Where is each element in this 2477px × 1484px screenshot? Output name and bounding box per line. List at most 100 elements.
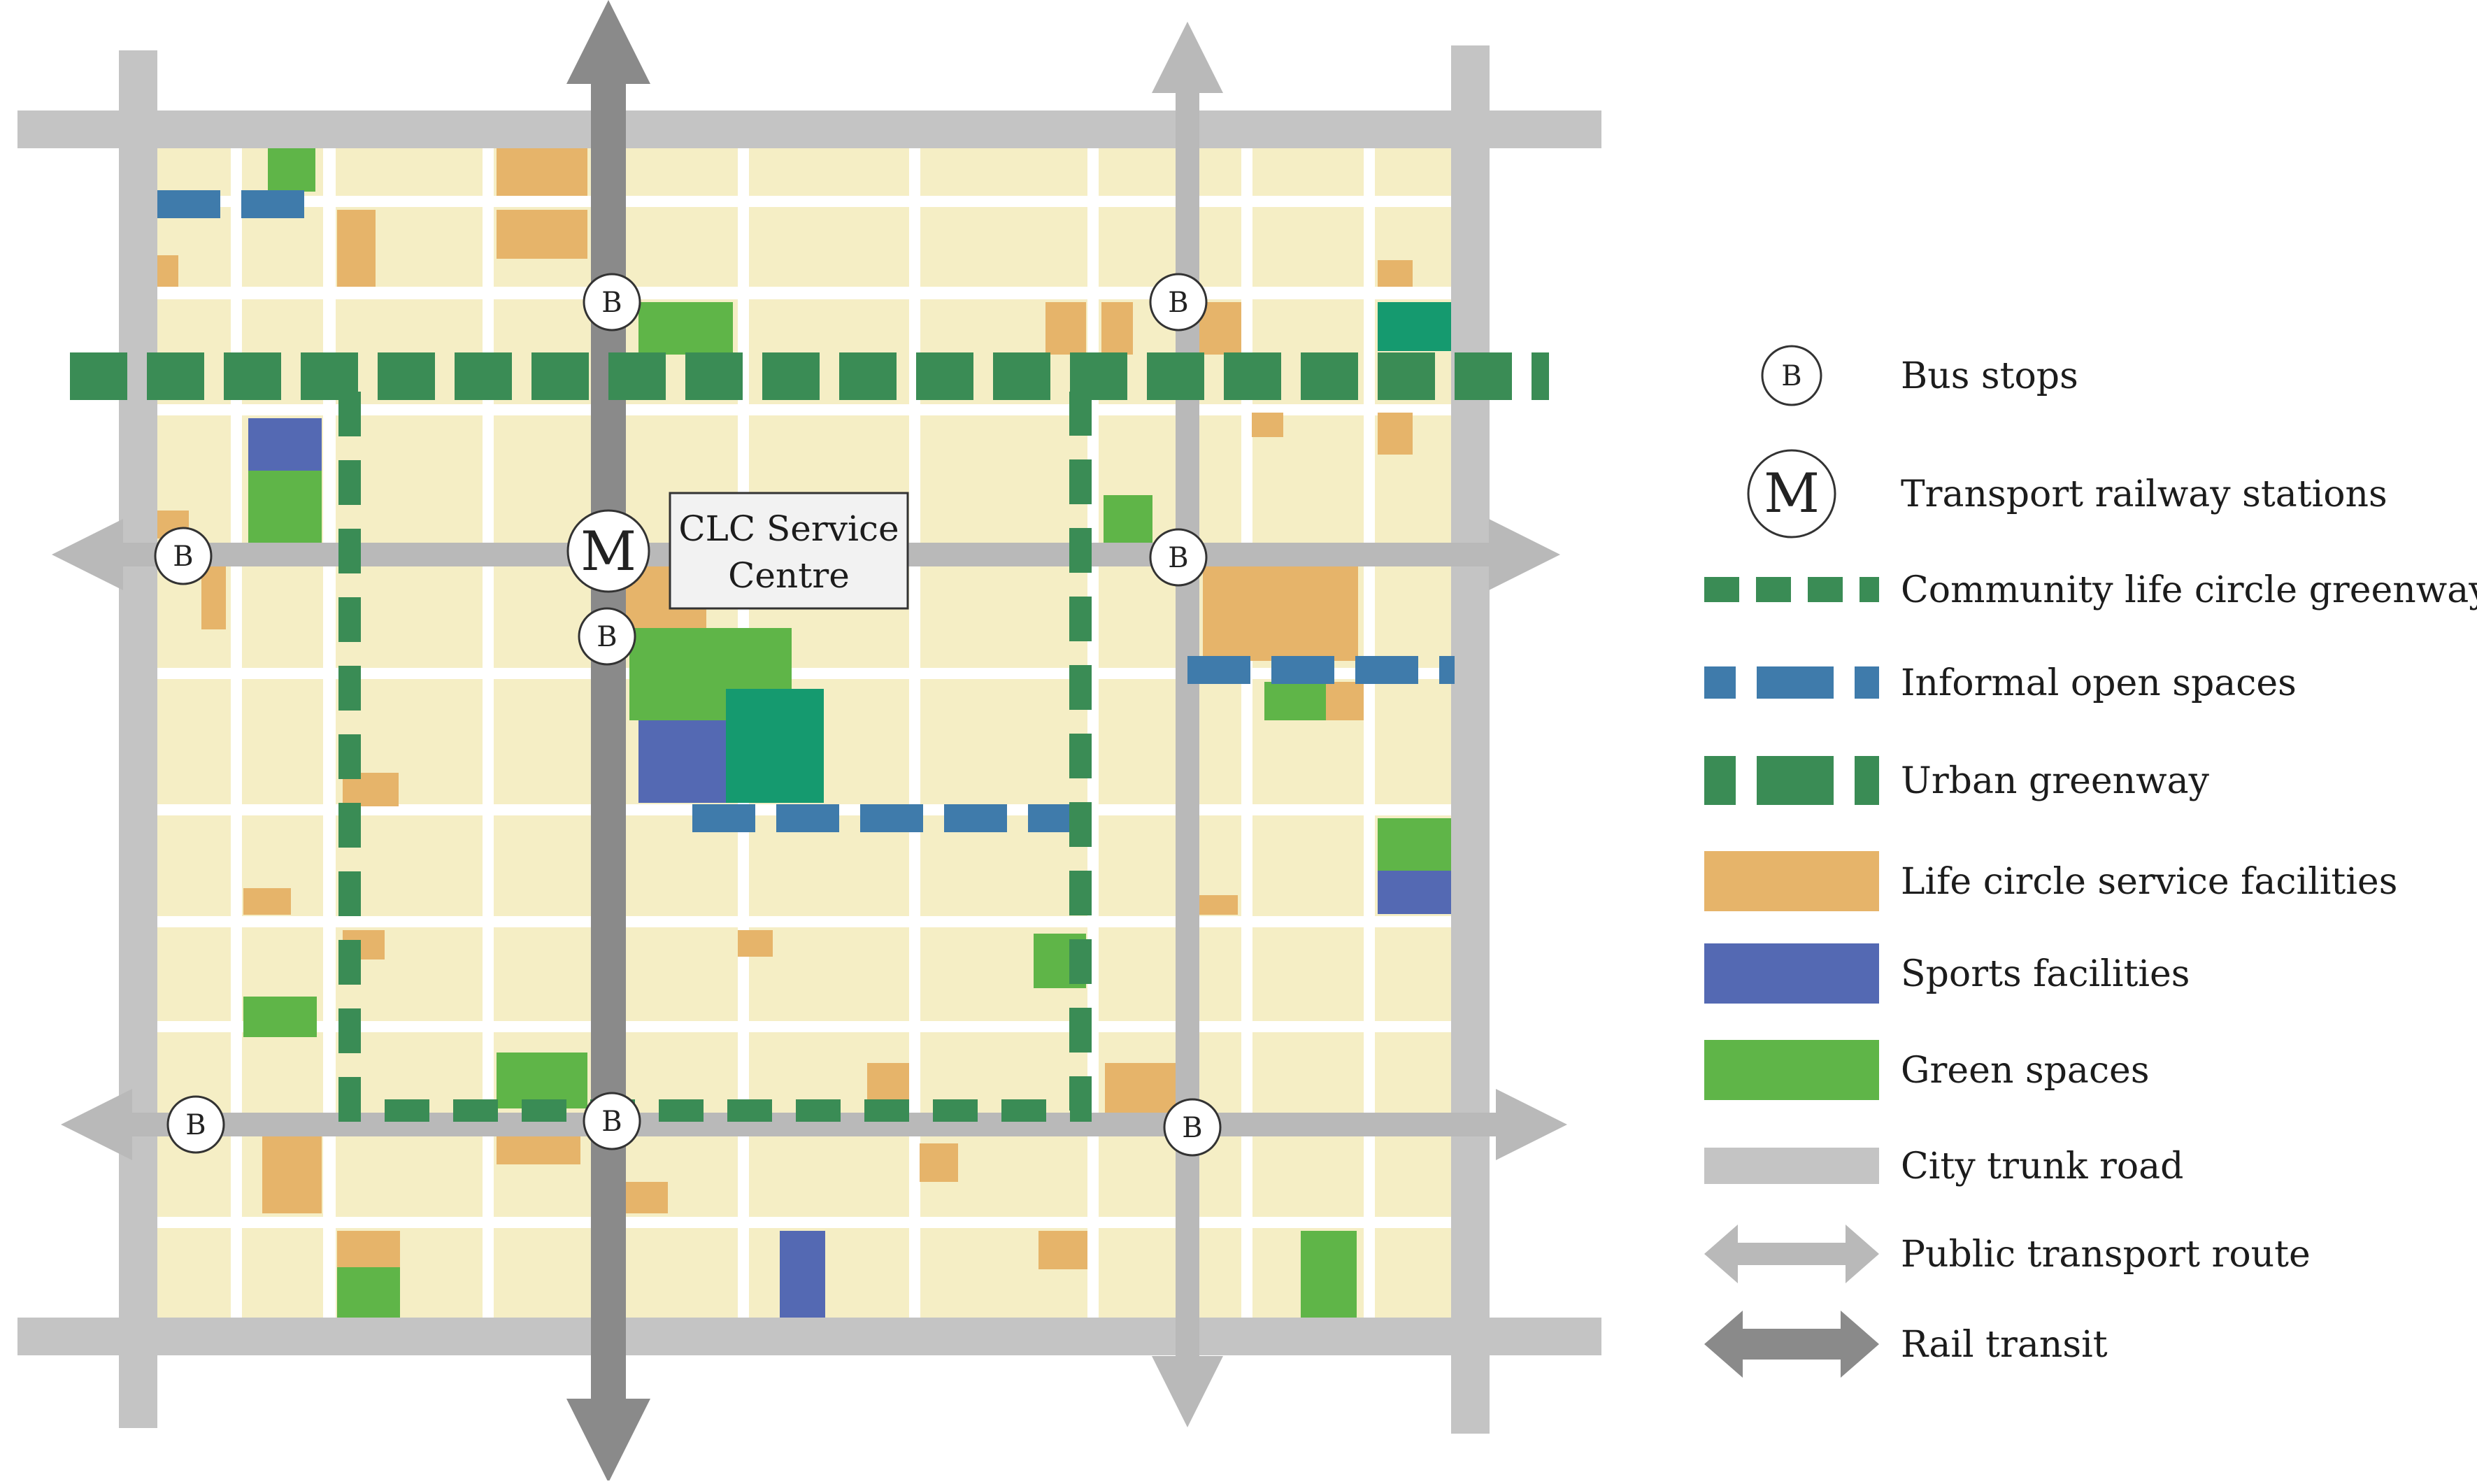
bus-stop-letter: B [1168,542,1188,574]
legend-item-sports-facilities: Sports facilities [1704,943,2190,1004]
legend-label-service-facilities: Life circle service facilities [1901,861,2397,903]
service-facility [1252,413,1283,437]
teal-space [1378,302,1451,351]
legend-item-clc-greenway: Community life circle greenway [1704,569,2477,611]
service-facility [497,148,587,196]
service-facility [738,930,773,957]
service-facility [337,210,376,287]
bus-stop-letter: B [173,541,193,573]
bus-stop-letter: B [1168,287,1188,319]
service-centre-label: CLC Service Centre [669,492,909,610]
service-centre-box [669,492,909,610]
service-facility [1199,895,1238,915]
service-facility [1378,413,1413,455]
legend-label-urban-greenway: Urban greenway [1901,760,2210,802]
service-facility [497,210,587,259]
sports-facility [248,418,322,471]
bus-stop: B [583,273,641,331]
sports-facility [780,1231,825,1318]
legend-item-service-facilities: Life circle service facilities [1704,851,2397,911]
service-facility [1325,682,1364,720]
street [1241,148,1252,1318]
service-facility [262,1133,322,1213]
street [157,1217,1458,1228]
legend-item-informal-open: Informal open spaces [1704,662,2297,704]
svg-text:M: M [1764,462,1820,525]
clc-greenway-loop [338,392,1092,1122]
service-facility [1203,566,1358,661]
street [157,287,1458,299]
local-streets [157,148,1458,1318]
bus-stop-circle [166,1095,225,1154]
bus-stop-circle [1163,1098,1222,1157]
street [483,148,494,1318]
service-facility [1101,302,1133,355]
green-space [1301,1231,1357,1318]
service-facility [1038,1231,1087,1269]
bus-stop-letter: B [1182,1112,1202,1144]
legend-label-clc-greenway: Community life circle greenway [1901,569,2477,611]
street [157,916,1458,927]
service-facility [920,1143,958,1182]
teal-spaces [726,302,1451,803]
green-space [1378,818,1451,871]
legend-label-informal-open: Informal open spaces [1901,662,2297,704]
bus-stops: B B B B B B B B [154,273,1222,1157]
green-space [1264,682,1326,720]
trunk-road-west [119,50,157,1428]
informal-open-spaces [157,190,1455,832]
bus-stop-circle [583,273,641,331]
green-space [638,302,733,355]
bus-stop-circle [154,527,213,585]
street [157,196,1458,207]
bus-stop-circle [578,607,636,666]
bus-stop: B [578,607,636,666]
legend-item-trunk-road: City trunk road [1704,1146,2183,1187]
bus-stop-letter: B [601,287,622,319]
bus-stop-letter: B [597,621,617,653]
sports-facilities [248,418,1451,1318]
legend-label-public-transport: Public transport route [1901,1234,2311,1276]
bus-stop-circle [583,1092,641,1150]
trunk-road-east [1451,45,1490,1434]
green-space [1104,495,1152,543]
service-centre-text-line2: Centre [728,555,850,596]
sports-facility [1378,871,1451,914]
bus-stop: B [166,1095,225,1154]
service-facility [622,1182,668,1213]
legend-item-public-transport: Public transport route [1704,1225,2311,1283]
bus-stop: B [1149,273,1208,331]
sports-facility [638,720,726,803]
service-facility [157,255,178,287]
street [909,148,920,1318]
bus-stop: B [583,1092,641,1150]
legend-symbol-bus-stops: B [1761,345,1822,406]
legend-symbol-service-facilities [1704,851,1879,911]
street [1087,148,1099,1318]
bus-stop: B [154,527,213,585]
green-space [243,997,317,1037]
bus-stop: B [1149,528,1208,587]
trunk-road-south [17,1318,1601,1355]
railway-station-circle [566,509,650,593]
legend-label-green-spaces: Green spaces [1901,1050,2150,1092]
railway-station-letter: M [580,520,636,583]
trunk-roads [17,45,1601,1434]
service-facility [1105,1063,1178,1115]
legend-label-bus-stops: Bus stops [1901,355,2078,397]
legend-item-urban-greenway: Urban greenway [1704,756,2210,805]
legend-label-trunk-road: City trunk road [1901,1146,2183,1187]
legend-symbol-railway-stations: M [1747,449,1836,538]
legend-item-green-spaces: Green spaces [1704,1040,2150,1100]
svg-text:B: B [1781,360,1801,392]
green-space [268,148,315,192]
legend-symbol-rail-transit [1704,1311,1879,1378]
legend-label-rail-transit: Rail transit [1901,1324,2108,1366]
legend-symbol-trunk-road [1704,1148,1879,1184]
legend-item-rail-transit: Rail transit [1704,1311,2108,1378]
street [231,148,242,1318]
